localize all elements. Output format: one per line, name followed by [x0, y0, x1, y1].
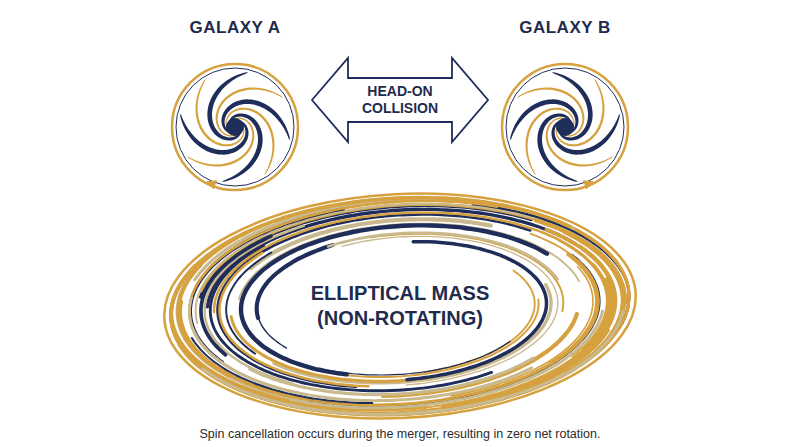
caption: Spin cancellation occurs during the merg… — [0, 427, 800, 441]
galaxy-node: GALAXY A — [160, 12, 310, 202]
gold-arm — [546, 118, 613, 167]
swirl-stroke — [237, 218, 553, 379]
galaxy-core — [556, 118, 574, 136]
swirl-mass — [160, 190, 640, 422]
swirl-stroke — [328, 225, 558, 291]
swirl-stroke — [371, 226, 564, 321]
swirl-stroke — [165, 190, 576, 368]
gold-arm — [195, 79, 244, 146]
ellipse-shape — [160, 190, 640, 422]
spin-arrowhead — [583, 180, 594, 189]
galaxy-heading: GALAXY B — [490, 18, 640, 38]
collision-arrow — [312, 58, 488, 142]
spiral-galaxy — [172, 64, 298, 190]
navy-arm — [537, 113, 578, 181]
swirl-stroke — [250, 354, 535, 401]
galaxy-node: GALAXY B — [490, 12, 640, 202]
galaxy-outline — [502, 64, 628, 190]
mass-label: ELLIPTICAL MASS (NON-ROTATING) — [295, 281, 505, 331]
swirl-stroke — [559, 239, 610, 357]
navy-arm — [221, 99, 289, 140]
galaxy-outline — [172, 64, 298, 190]
spiral-galaxy — [502, 64, 628, 190]
gold-arm — [517, 87, 584, 136]
navy-arm — [551, 114, 619, 155]
inner-ring — [506, 68, 624, 186]
swirl-stroke — [170, 275, 628, 422]
galaxy-shape — [160, 12, 310, 202]
elliptical-mass: ELLIPTICAL MASS (NON-ROTATING) — [160, 190, 640, 422]
mass-outline — [160, 190, 640, 422]
navy-arm — [510, 99, 578, 140]
swirl-stroke — [223, 252, 276, 355]
navy-arm — [552, 72, 593, 140]
swirl-stroke — [330, 341, 512, 378]
navy-arm — [207, 72, 248, 140]
navy-arm — [180, 114, 248, 155]
gold-arm — [525, 108, 574, 175]
swirl-stroke — [170, 244, 621, 422]
gold-arm — [556, 79, 605, 146]
galaxy-shape — [490, 12, 640, 202]
spin-arrowhead — [206, 180, 217, 189]
galaxy-heading: GALAXY A — [160, 18, 310, 38]
swirl-stroke — [195, 230, 604, 415]
galaxy-core — [226, 118, 244, 136]
arrow-label: HEAD-ON COLLISION — [350, 83, 450, 117]
inner-ring — [176, 68, 294, 186]
navy-arm — [222, 113, 263, 181]
